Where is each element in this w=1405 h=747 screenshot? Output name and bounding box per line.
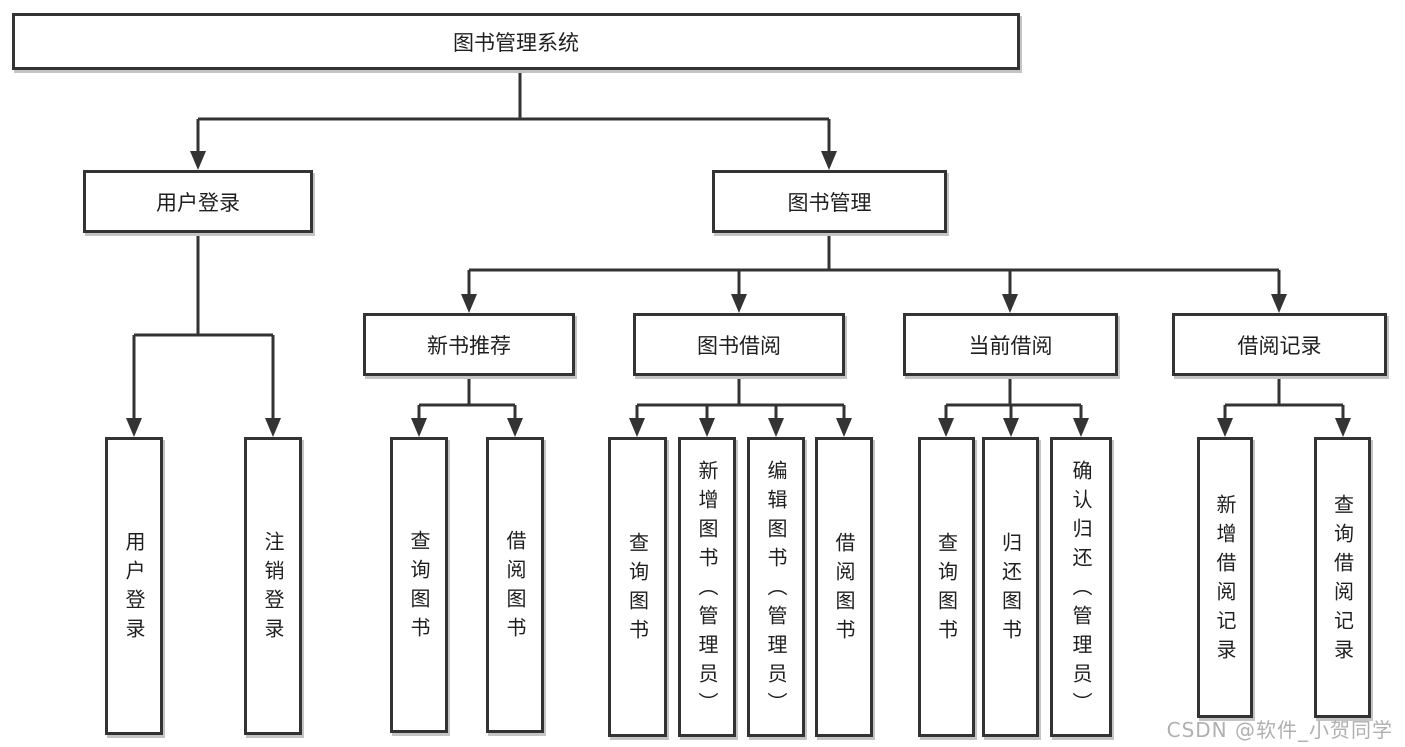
leaf-add-book-admin: 新增图书（管理员） xyxy=(678,437,736,737)
arrow-down-icon xyxy=(1335,418,1351,437)
node-new-book-recommend: 新书推荐 xyxy=(363,313,575,376)
arrow-down-icon xyxy=(731,294,747,313)
connector-root-to-level2 xyxy=(196,70,831,153)
arrowheads xyxy=(126,151,1351,437)
leaf-borrow-books-1: 借阅图书 xyxy=(486,437,544,733)
leaf-query-borrow-record-label: 查询借阅记录 xyxy=(1330,493,1355,668)
node-user-login-label: 用户登录 xyxy=(156,190,240,215)
arrow-down-icon xyxy=(126,418,142,437)
leaf-query-borrow-record: 查询借阅记录 xyxy=(1314,437,1371,718)
arrow-down-icon xyxy=(1003,418,1019,437)
node-new-book-recommend-label: 新书推荐 xyxy=(427,333,511,358)
node-book-management: 图书管理 xyxy=(712,170,947,233)
arrow-down-icon xyxy=(461,294,477,313)
node-current-borrow-label: 当前借阅 xyxy=(968,333,1053,358)
leaf-logout: 注销登录 xyxy=(244,437,302,735)
leaf-edit-book-admin: 编辑图书（管理员） xyxy=(747,437,805,737)
node-borrow-records-label: 借阅记录 xyxy=(1237,333,1322,358)
node-book-borrow: 图书借阅 xyxy=(633,313,845,376)
leaf-borrow-books-2-label: 借阅图书 xyxy=(832,532,856,648)
node-book-borrow-label: 图书借阅 xyxy=(697,333,781,358)
connector-records-to-children xyxy=(1223,376,1345,420)
arrow-down-icon xyxy=(507,418,523,437)
leaf-borrow-books-2: 借阅图书 xyxy=(815,437,873,737)
leaf-user-login: 用户登录 xyxy=(105,437,163,735)
csdn-watermark: CSDN @软件_小贺同学 xyxy=(1166,718,1393,742)
leaf-query-books-1-label: 查询图书 xyxy=(407,530,431,646)
connector-userlogin-to-children xyxy=(132,233,275,420)
connector-current-to-children xyxy=(944,376,1083,420)
connector-bookmgmt-to-level3 xyxy=(467,233,1281,296)
arrow-down-icon xyxy=(1217,418,1233,437)
leaf-user-login-label: 用户登录 xyxy=(122,531,146,647)
leaf-query-books-2: 查询图书 xyxy=(608,437,667,737)
arrow-down-icon xyxy=(836,418,852,437)
leaf-confirm-return-admin-label: 确认归还（管理员） xyxy=(1069,459,1093,721)
node-root-label: 图书管理系统 xyxy=(453,30,579,55)
node-user-login: 用户登录 xyxy=(83,170,313,233)
arrow-down-icon xyxy=(699,418,715,437)
connector-borrow-to-children xyxy=(635,376,846,420)
arrow-down-icon xyxy=(1002,294,1018,313)
arrow-down-icon xyxy=(1271,294,1287,313)
arrow-down-icon xyxy=(629,418,645,437)
leaf-return-books: 归还图书 xyxy=(982,437,1039,737)
arrow-down-icon xyxy=(190,151,206,170)
leaf-query-books-3: 查询图书 xyxy=(918,437,975,737)
leaf-query-books-3-label: 查询图书 xyxy=(934,532,959,648)
node-book-management-label: 图书管理 xyxy=(787,190,872,215)
arrow-down-icon xyxy=(265,418,281,437)
arrow-down-icon xyxy=(768,418,784,437)
leaf-return-books-label: 归还图书 xyxy=(998,532,1023,648)
leaf-query-books-1: 查询图书 xyxy=(390,437,448,733)
leaf-add-borrow-record: 新增借阅记录 xyxy=(1197,437,1253,718)
arrow-down-icon xyxy=(1073,418,1089,437)
arrow-down-icon xyxy=(411,418,427,437)
leaf-edit-book-admin-label: 编辑图书（管理员） xyxy=(764,459,788,721)
leaf-confirm-return-admin: 确认归还（管理员） xyxy=(1050,437,1112,737)
connector-newbook-to-children xyxy=(417,376,517,420)
node-borrow-records: 借阅记录 xyxy=(1172,313,1387,376)
arrow-down-icon xyxy=(938,418,954,437)
arrow-down-icon xyxy=(821,151,837,170)
node-current-borrow: 当前借阅 xyxy=(903,313,1118,376)
leaf-query-books-2-label: 查询图书 xyxy=(625,532,650,648)
leaf-add-book-admin-label: 新增图书（管理员） xyxy=(695,459,719,721)
leaf-logout-label: 注销登录 xyxy=(261,531,285,647)
leaf-borrow-books-1-label: 借阅图书 xyxy=(503,530,527,646)
leaf-add-borrow-record-label: 新增借阅记录 xyxy=(1213,493,1237,668)
node-root: 图书管理系统 xyxy=(12,13,1020,70)
